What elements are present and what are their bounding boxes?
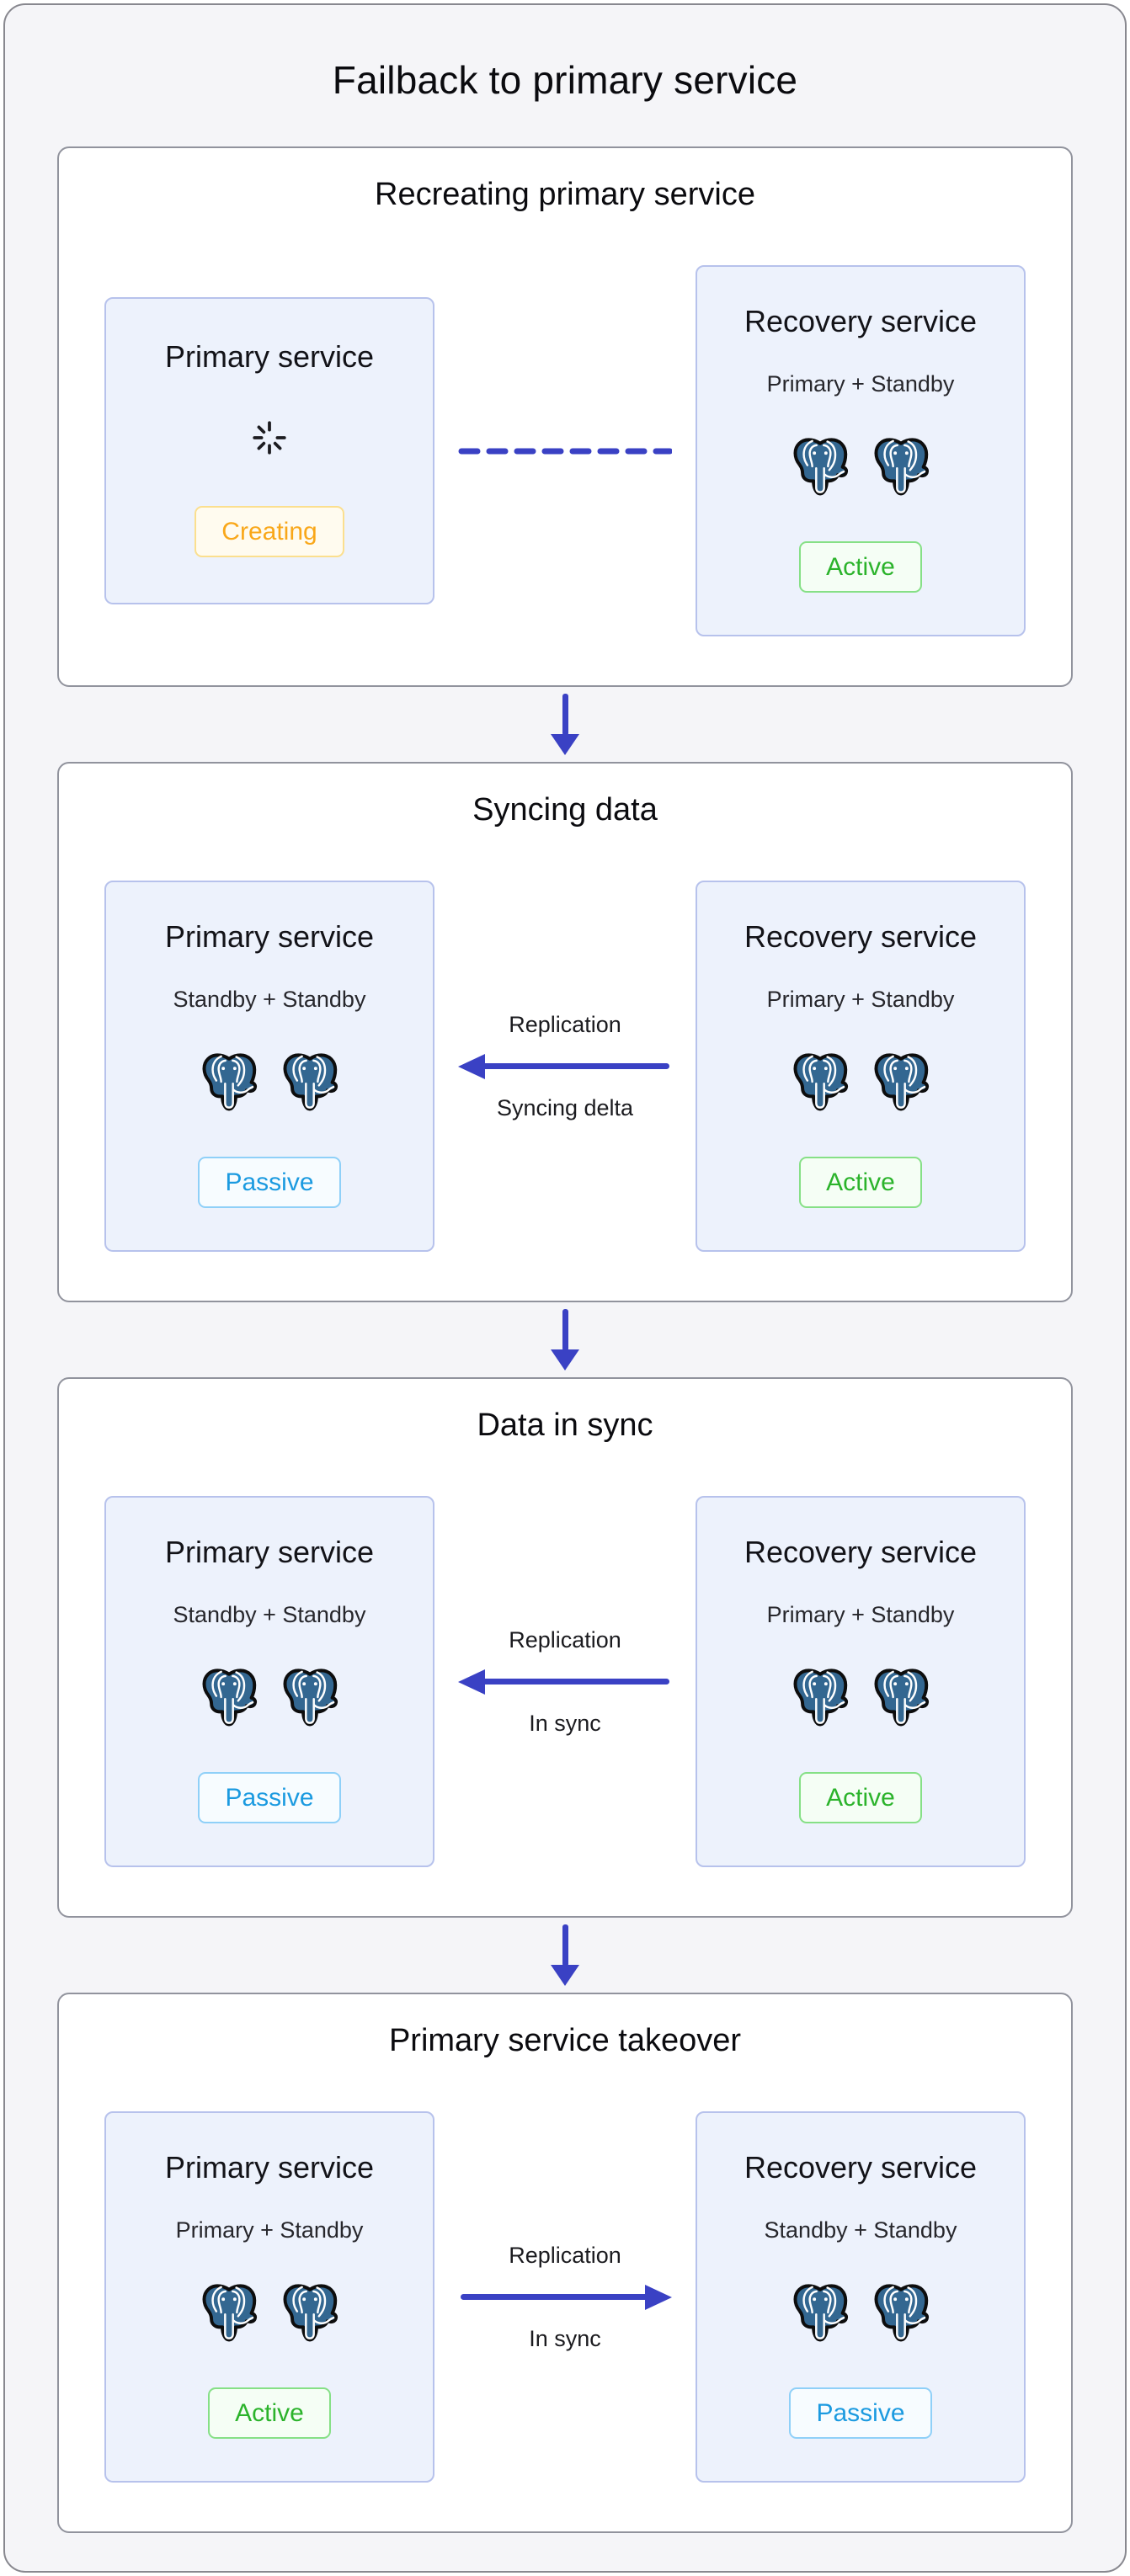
- connector-label-top: Replication: [509, 1011, 621, 1037]
- database-nodes: [709, 436, 1012, 499]
- stage-heading: Syncing data: [472, 792, 658, 828]
- replication-arrow-left-icon: [458, 1053, 672, 1080]
- dashed-connector-line: [458, 448, 672, 454]
- down-arrow-icon: [550, 694, 580, 755]
- postgresql-elephant-icon: [283, 1669, 338, 1727]
- connector-label-bottom: In sync: [529, 1710, 601, 1736]
- card-subtitle: Standby + Standby: [764, 2217, 957, 2243]
- recovery-service-card: Recovery service Primary + Standby Activ…: [696, 881, 1026, 1252]
- postgresql-elephant-icon: [793, 1053, 849, 1111]
- postgresql-elephant-icon: [874, 1053, 930, 1111]
- primary-service-card: Primary service Standby + Standby Passiv…: [104, 1496, 434, 1867]
- card-subtitle: Standby + Standby: [173, 987, 366, 1012]
- status-badge-passive: Passive: [198, 1772, 341, 1823]
- connector-replication: Replication In sync: [458, 2111, 672, 2483]
- stage-heading: Recreating primary service: [375, 177, 755, 212]
- stage-row: Primary service Primary + Standby Active…: [104, 2111, 1026, 2483]
- postgresql-elephant-icon: [874, 1669, 930, 1727]
- primary-service-card: Primary service: [104, 297, 434, 604]
- card-title: Primary service: [164, 339, 375, 374]
- recovery-service-card: Recovery service Standby + Standby Passi…: [696, 2111, 1026, 2483]
- card-title: Recovery service: [744, 1535, 978, 1569]
- connector-label-bottom: In sync: [529, 2325, 601, 2351]
- replication-arrow-right-icon: [458, 2284, 672, 2311]
- card-title: Recovery service: [744, 2150, 978, 2185]
- connector-dashed: [458, 265, 672, 636]
- status-badge-active: Active: [208, 2387, 331, 2439]
- database-nodes: [118, 2282, 421, 2345]
- connector-label-bottom: Syncing delta: [496, 1094, 634, 1120]
- database-nodes: [709, 2282, 1012, 2345]
- connector-replication: Replication Syncing delta: [458, 881, 672, 1252]
- status-badge-passive: Passive: [198, 1157, 341, 1208]
- database-nodes: [709, 1667, 1012, 1730]
- stage-primary-service-takeover: Primary service takeover Primary service…: [57, 1993, 1073, 2533]
- stage-row: Primary service Standby + Standby Passiv…: [104, 1496, 1026, 1867]
- card-subtitle: Primary + Standby: [766, 987, 955, 1012]
- postgresql-elephant-icon: [874, 438, 930, 496]
- postgresql-elephant-icon: [202, 1053, 258, 1111]
- stage-row: Primary service Standby + Standby Passiv…: [104, 881, 1026, 1252]
- recovery-service-card: Recovery service Primary + Standby Activ…: [696, 265, 1026, 636]
- postgresql-elephant-icon: [202, 2284, 258, 2342]
- spinner-wrap: [118, 418, 421, 457]
- status-badge-creating: Creating: [195, 506, 344, 557]
- postgresql-elephant-icon: [793, 2284, 849, 2342]
- card-title: Recovery service: [744, 919, 978, 954]
- postgresql-elephant-icon: [793, 438, 849, 496]
- stage-data-in-sync: Data in sync Primary service Standby + S…: [57, 1377, 1073, 1918]
- card-title: Recovery service: [744, 304, 978, 338]
- card-title: Primary service: [164, 2150, 375, 2185]
- card-subtitle: Primary + Standby: [766, 1602, 955, 1627]
- status-badge-active: Active: [799, 1772, 922, 1823]
- primary-service-card: Primary service Primary + Standby Active: [104, 2111, 434, 2483]
- status-badge-active: Active: [799, 541, 922, 593]
- card-title: Primary service: [164, 919, 375, 954]
- card-subtitle: Primary + Standby: [766, 371, 955, 397]
- stage-row: Primary service: [104, 265, 1026, 636]
- down-arrow-icon: [550, 1309, 580, 1370]
- stage-heading: Data in sync: [477, 1408, 653, 1443]
- database-nodes: [118, 1051, 421, 1115]
- connector-replication: Replication In sync: [458, 1496, 672, 1867]
- stage-recreating-primary-service: Recreating primary service Primary servi…: [57, 146, 1073, 687]
- postgresql-elephant-icon: [793, 1669, 849, 1727]
- loading-spinner-icon: [253, 421, 286, 455]
- database-nodes: [709, 1051, 1012, 1115]
- recovery-service-card: Recovery service Primary + Standby Activ…: [696, 1496, 1026, 1867]
- status-badge-passive: Passive: [789, 2387, 932, 2439]
- primary-service-card: Primary service Standby + Standby Passiv…: [104, 881, 434, 1252]
- stage-heading: Primary service takeover: [388, 2023, 742, 2058]
- postgresql-elephant-icon: [874, 2284, 930, 2342]
- database-nodes: [118, 1667, 421, 1730]
- status-badge-active: Active: [799, 1157, 922, 1208]
- page-title: Failback to primary service: [332, 58, 798, 102]
- card-subtitle: Standby + Standby: [173, 1602, 366, 1627]
- card-title: Primary service: [164, 1535, 375, 1569]
- card-subtitle: Primary + Standby: [175, 2217, 364, 2243]
- connector-label-top: Replication: [509, 2242, 621, 2268]
- replication-arrow-left-icon: [458, 1669, 672, 1695]
- stage-syncing-data: Syncing data Primary service Standby + S…: [57, 762, 1073, 1302]
- failback-diagram-frame: Failback to primary service Recreating p…: [3, 3, 1127, 2573]
- postgresql-elephant-icon: [202, 1669, 258, 1727]
- down-arrow-icon: [550, 1924, 580, 1986]
- postgresql-elephant-icon: [283, 2284, 338, 2342]
- postgresql-elephant-icon: [283, 1053, 338, 1111]
- connector-label-top: Replication: [509, 1626, 621, 1653]
